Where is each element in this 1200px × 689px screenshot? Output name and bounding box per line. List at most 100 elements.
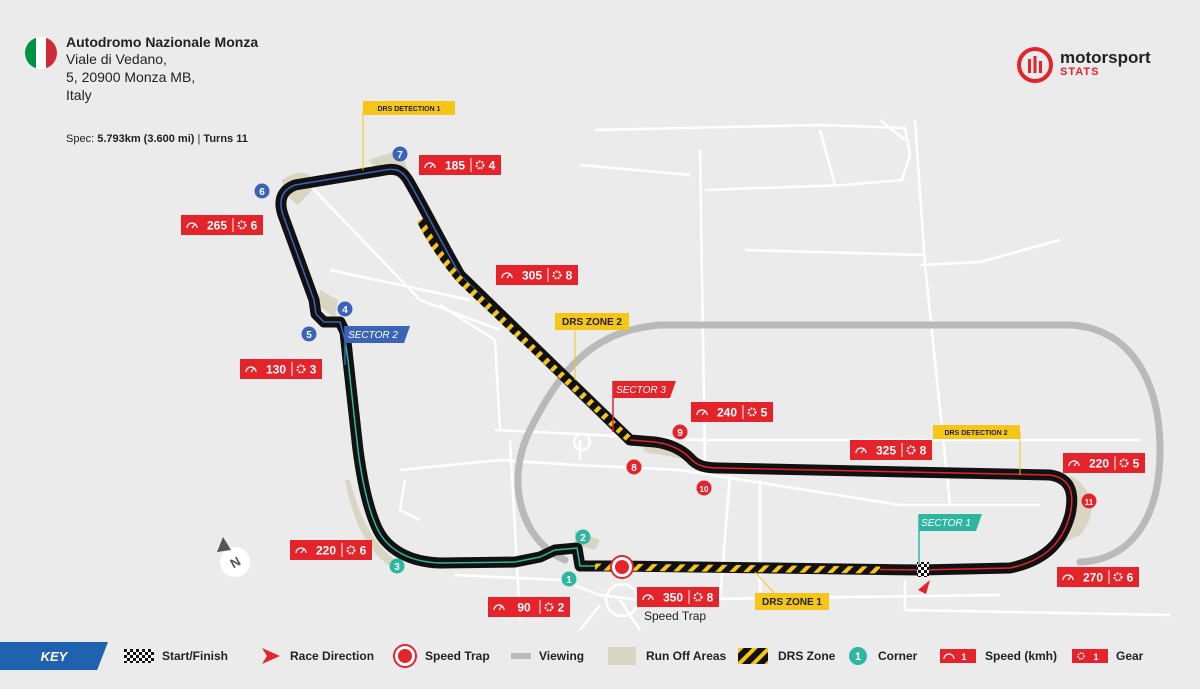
spec-separator: | bbox=[197, 133, 201, 145]
logo-brand-text: motorsport bbox=[1060, 48, 1151, 67]
speedometer-icon bbox=[855, 447, 867, 454]
speed-value: 270 bbox=[1083, 571, 1103, 585]
compass-icon: N bbox=[217, 537, 250, 577]
key-speed-trap-label: Speed Trap bbox=[425, 649, 490, 663]
speed-value: 185 bbox=[445, 159, 465, 173]
speed-trap-key-icon bbox=[393, 644, 417, 668]
checkered-flag-icon bbox=[124, 649, 154, 663]
sector-3-line bbox=[344, 339, 620, 567]
gear-value: 5 bbox=[761, 406, 768, 420]
corner-marker-icon bbox=[672, 424, 688, 440]
corner-marker-icon bbox=[696, 480, 712, 496]
sector-1-flag: SECTOR 1 bbox=[918, 514, 982, 565]
sector-3-label: SECTOR 3 bbox=[616, 385, 666, 396]
corner-number: 1 bbox=[566, 575, 572, 586]
speedometer-icon bbox=[1062, 574, 1074, 581]
speed-value: 305 bbox=[522, 269, 542, 283]
drs-detection-2-label: DRS DETECTION 2 bbox=[944, 430, 1007, 437]
key-gear-sample: 1 bbox=[1093, 652, 1098, 662]
corner-marker-icon: 1 bbox=[849, 647, 867, 665]
corner-marker-icon bbox=[575, 529, 591, 545]
speed-value: 90 bbox=[517, 601, 531, 615]
italy-flag-icon bbox=[25, 37, 57, 69]
speed-box-s130: 130 3 bbox=[240, 359, 322, 379]
corner-number: 11 bbox=[1085, 498, 1094, 507]
spec-length: 5.793km (3.600 mi) bbox=[97, 133, 195, 145]
corner-number: 4 bbox=[342, 305, 348, 316]
circuit-name: Autodromo Nazionale Monza bbox=[66, 34, 259, 50]
speedometer-icon bbox=[245, 366, 257, 373]
corner-number: 2 bbox=[580, 533, 586, 544]
viewing-area-icon bbox=[511, 653, 531, 659]
gear-value: 4 bbox=[489, 159, 496, 173]
drs-zone-2-label: DRS ZONE 2 bbox=[562, 317, 622, 328]
logo-sub-text: STATS bbox=[1060, 66, 1100, 78]
key-start-finish-label: Start/Finish bbox=[162, 649, 229, 663]
gear-icon bbox=[475, 160, 485, 170]
address-line-2: 5, 20900 Monza MB, bbox=[66, 69, 196, 85]
speed-box-s325: 325 8 bbox=[850, 440, 932, 460]
gear-icon bbox=[346, 545, 356, 555]
run-off-areas bbox=[282, 150, 1092, 565]
drs-detection-1-label: DRS DETECTION 1 bbox=[377, 106, 440, 113]
speed-trap-icon bbox=[610, 555, 634, 579]
motorsport-stats-logo: motorsport STATS bbox=[1016, 46, 1151, 84]
speedometer-icon bbox=[501, 272, 513, 279]
corner-2: 2 bbox=[575, 529, 591, 545]
spec-label: Spec: bbox=[66, 133, 95, 145]
flag-red-stripe bbox=[46, 37, 57, 69]
sector-2-label: SECTOR 2 bbox=[348, 330, 398, 341]
speedometer-icon bbox=[1068, 460, 1080, 467]
corner-number: 3 bbox=[394, 562, 400, 573]
gear-icon bbox=[1119, 458, 1129, 468]
key-gear-label: Gear bbox=[1116, 649, 1144, 663]
speedometer-icon bbox=[186, 222, 198, 229]
gear-value: 2 bbox=[558, 601, 565, 615]
corner-4: 4 bbox=[337, 301, 353, 317]
corner-6: 6 bbox=[254, 183, 270, 199]
speed-value: 130 bbox=[266, 363, 286, 377]
speedometer-icon bbox=[295, 547, 307, 554]
corner-11: 11 bbox=[1081, 493, 1097, 509]
sector-2-flag: SECTOR 2 bbox=[344, 326, 410, 365]
corner-marker-icon bbox=[389, 558, 405, 574]
speed-value: 220 bbox=[1089, 457, 1109, 471]
key-corner-label: Corner bbox=[878, 649, 918, 663]
speed-box-s270: 270 6 bbox=[1057, 567, 1139, 587]
map-key: KEY Start/Finish Race Direction Speed Tr… bbox=[0, 641, 1200, 671]
gear-value: 8 bbox=[920, 444, 927, 458]
drs-zone-2-stripes bbox=[416, 218, 633, 443]
gear-value: 3 bbox=[310, 363, 317, 377]
key-run-off-label: Run Off Areas bbox=[646, 649, 727, 663]
corner-number: 10 bbox=[700, 485, 709, 494]
old-oval-viewing-area bbox=[514, 321, 1164, 566]
speed-box-s90: 90 2 bbox=[488, 597, 570, 617]
speed-trap-label: Speed Trap bbox=[644, 609, 706, 623]
start-finish-line bbox=[917, 562, 929, 577]
key-speed-label: Speed (kmh) bbox=[985, 649, 1058, 663]
flag-white-stripe bbox=[35, 37, 47, 69]
speedometer-icon bbox=[696, 409, 708, 416]
speed-value: 220 bbox=[316, 544, 336, 558]
key-drs-zone-label: DRS Zone bbox=[778, 649, 836, 663]
corner-10: 10 bbox=[696, 480, 712, 496]
corner-5: 5 bbox=[301, 326, 317, 342]
corner-marker-icon bbox=[337, 301, 353, 317]
corner-number: 7 bbox=[397, 150, 403, 161]
drs-zone-1-stripes bbox=[594, 563, 881, 574]
gear-value: 8 bbox=[707, 591, 714, 605]
gear-value: 6 bbox=[1127, 571, 1134, 585]
corner-9: 9 bbox=[672, 424, 688, 440]
gear-icon bbox=[296, 364, 306, 374]
corner-marker-icon bbox=[301, 326, 317, 342]
key-title: KEY bbox=[0, 642, 108, 670]
speed-value: 265 bbox=[207, 219, 227, 233]
speed-value: 325 bbox=[876, 444, 896, 458]
sector-1-line bbox=[619, 439, 1073, 571]
address-line-3: Italy bbox=[66, 87, 92, 103]
speedometer-icon: 1 bbox=[940, 649, 976, 663]
motorsport-stats-logo-icon bbox=[1017, 47, 1053, 83]
